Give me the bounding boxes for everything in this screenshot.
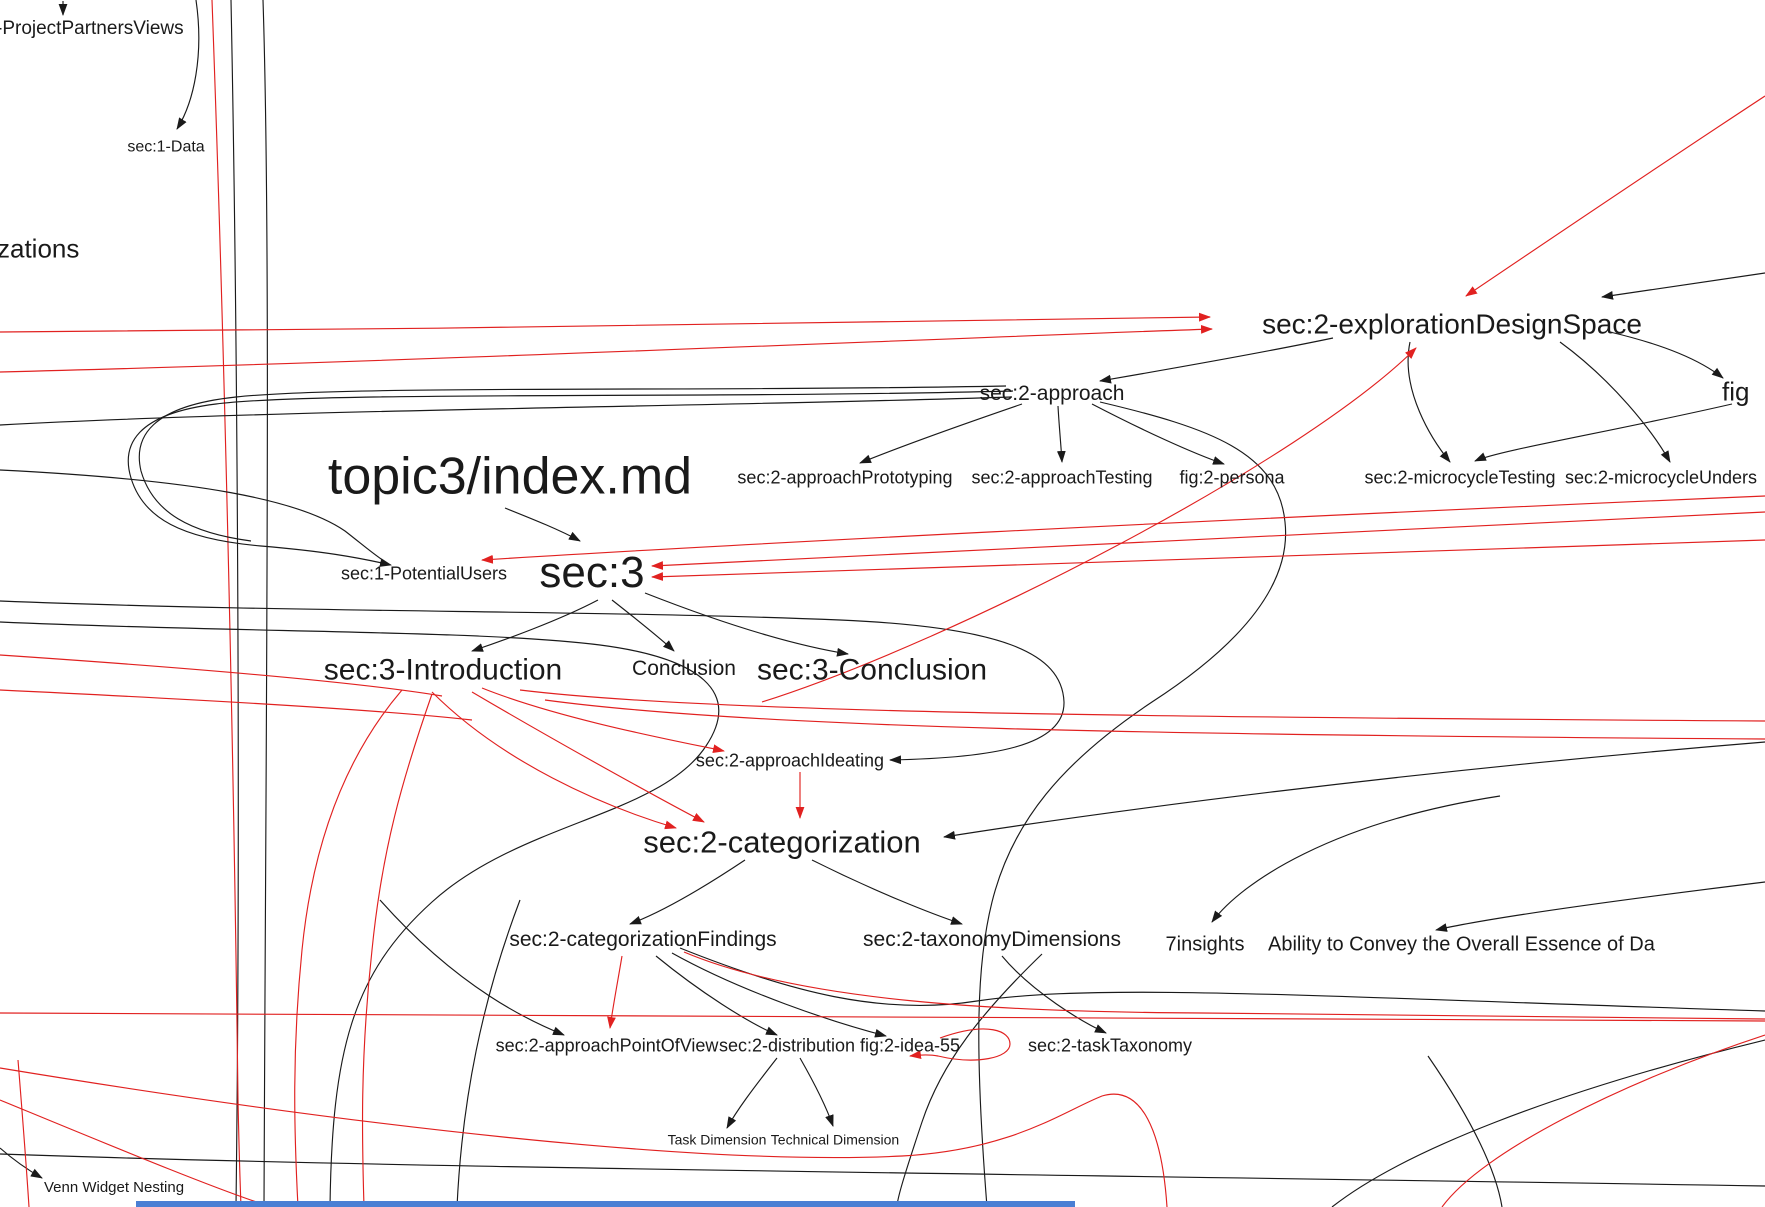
graph-edge-red-61: [544, 699, 1765, 740]
node-sec-2-microcycletesting[interactable]: sec:2-microcycleTesting: [1364, 467, 1556, 488]
node-conclusion[interactable]: Conclusion: [632, 656, 736, 680]
graph-edge-black-15: [504, 507, 581, 542]
node-fig-cut-right[interactable]: fig: [1722, 376, 1750, 407]
graph-edge-black-31: [671, 952, 887, 1038]
graph-edge-black-7: [0, 396, 1013, 426]
graph-edge-black-2: [230, 0, 239, 1207]
node-sec-2-approachpointofview[interactable]: sec:2-approachPointOfView: [495, 1035, 719, 1056]
node-sec-3-conclusion[interactable]: sec:3-Conclusion: [756, 653, 988, 687]
graph-edge-black-40: [0, 1153, 1765, 1187]
node-sec-1-data[interactable]: sec:1-Data: [127, 138, 205, 156]
graph-edge-red-4: [211, 0, 242, 1207]
graph-edge-black-36: [1435, 881, 1765, 932]
graph-edge-red-66: [0, 654, 443, 697]
graph-edge-black-12: [471, 599, 599, 652]
graph-edge-black-29: [379, 899, 565, 1036]
graph-edge-black-26: [629, 859, 746, 925]
graph-edge-red-45: [1465, 95, 1765, 297]
graph-edge-black-34: [896, 953, 1043, 1207]
graph-edge-black-6: [138, 385, 1007, 542]
node-sec-2-approachtesting[interactable]: sec:2-approachTesting: [971, 467, 1153, 488]
graph-edge-black-23: [1056, 405, 1066, 463]
graph-edge-black-25: [978, 401, 1287, 1207]
graph-edge-red-43: [0, 312, 1211, 333]
graph-edge-red-57: [683, 951, 1765, 1020]
node-sec-2-approachideating[interactable]: sec:2-approachIdeating: [695, 750, 885, 771]
graph-edge-black-13: [611, 599, 675, 652]
graph-edge-black-1: [176, 0, 200, 130]
graph-edge-black-30: [655, 955, 778, 1036]
graph-edge-red-50: [481, 687, 725, 753]
graph-edge-red-63: [0, 1099, 273, 1207]
node-sec-2-approach[interactable]: sec:2-approach: [979, 381, 1125, 405]
node-sec-2-taxonomydimensions[interactable]: sec:2-taxonomyDimensions: [863, 927, 1121, 951]
graph-edge-black-28: [943, 741, 1765, 840]
graph-edge-black-24: [1091, 403, 1225, 465]
graph-edge-red-56: [607, 955, 623, 1029]
graph-edge-black-16: [1099, 337, 1334, 384]
graph-edge-black-22: [859, 403, 1023, 464]
graph-edge-black-9: [0, 600, 1065, 765]
graph-edge-black-38: [799, 1057, 834, 1127]
graph-edge-black-17: [1601, 272, 1765, 300]
node-sec-2-categorization[interactable]: sec:2-categorization: [643, 824, 921, 860]
graph-edge-black-14: [644, 592, 849, 657]
graph-edge-black-5: [127, 390, 1014, 567]
graph-edge-black-41: [1331, 1039, 1765, 1207]
graph-edge-black-39: [0, 1147, 43, 1179]
graph-edge-black-35: [1211, 795, 1501, 923]
node-sec-3[interactable]: sec:3: [539, 547, 645, 597]
graph-edge-red-54: [361, 693, 433, 1207]
graph-edge-red-46: [761, 347, 1417, 703]
node-sec-2-distribution[interactable]: sec:2-distribution: [718, 1035, 856, 1056]
graph-edge-red-51: [471, 691, 705, 823]
node-technical-dimension[interactable]: Technical Dimension: [770, 1131, 900, 1148]
graph-edge-red-62: [17, 1059, 30, 1207]
graph-edge-red-49: [481, 495, 1765, 564]
graph-edge-black-33: [1001, 955, 1107, 1034]
graph-edge-red-53: [294, 689, 403, 1207]
graph-edge-red-44: [0, 324, 1213, 373]
graph-edge-black-3: [262, 0, 268, 1207]
graph-edge-black-20: [1609, 331, 1724, 379]
graph-edge-black-10: [0, 621, 720, 1207]
graph-edge-black-21: [1474, 403, 1733, 462]
graph-edge-red-65: [0, 1067, 1168, 1207]
graph-edge-red-52: [431, 691, 677, 830]
node-ability-to-convey[interactable]: Ability to Convey the Overall Essence of…: [1268, 933, 1655, 956]
graph-edge-red-59: [909, 1028, 1011, 1061]
node-topic3-index-md[interactable]: topic3/index.md: [327, 447, 693, 506]
node-sec-1-potentialusers[interactable]: sec:1-PotentialUsers: [340, 563, 508, 584]
node-seven-insights[interactable]: 7insights: [1165, 933, 1245, 956]
node-sec-2-approachprototyping[interactable]: sec:2-approachPrototyping: [737, 467, 953, 488]
node-sec-2-tasktaxonomy[interactable]: sec:2-taskTaxonomy: [1027, 1035, 1193, 1056]
node-fig-2-idea-55[interactable]: fig:2-idea-55: [859, 1035, 961, 1056]
graph-edge-red-60: [519, 689, 1765, 722]
node-sec-2-explorationdesignspace[interactable]: sec:2-explorationDesignSpace: [1262, 308, 1642, 340]
graph-edge-black-8: [0, 469, 385, 562]
node-zations[interactable]: zations: [0, 233, 80, 264]
graph-edge-black-27: [811, 859, 963, 925]
graph-edge-black-37: [726, 1057, 778, 1129]
graph-edge-black-19: [1559, 341, 1671, 463]
node-task-dimension[interactable]: Task Dimension: [667, 1131, 767, 1148]
graph-edge-red-64: [1441, 1034, 1765, 1207]
node-fig-2-persona[interactable]: fig:2-persona: [1179, 467, 1285, 488]
node-sec-1-projectpartnersviews[interactable]: -ProjectPartnersViews: [0, 18, 184, 40]
node-sec-2-microcycleunders[interactable]: sec:2-microcycleUnders: [1565, 467, 1758, 488]
selection-strip: [136, 1201, 1075, 1207]
node-venn-widget-nesting[interactable]: Venn Widget Nesting: [43, 1179, 185, 1197]
graph-edge-black-32: [679, 947, 1765, 1012]
graph-edge-black-42: [1427, 1055, 1503, 1207]
node-sec-3-introduction[interactable]: sec:3-Introduction: [323, 653, 563, 687]
node-sec-2-categorizationfindings[interactable]: sec:2-categorizationFindings: [509, 927, 777, 951]
graph-edge-red-67: [0, 689, 473, 721]
